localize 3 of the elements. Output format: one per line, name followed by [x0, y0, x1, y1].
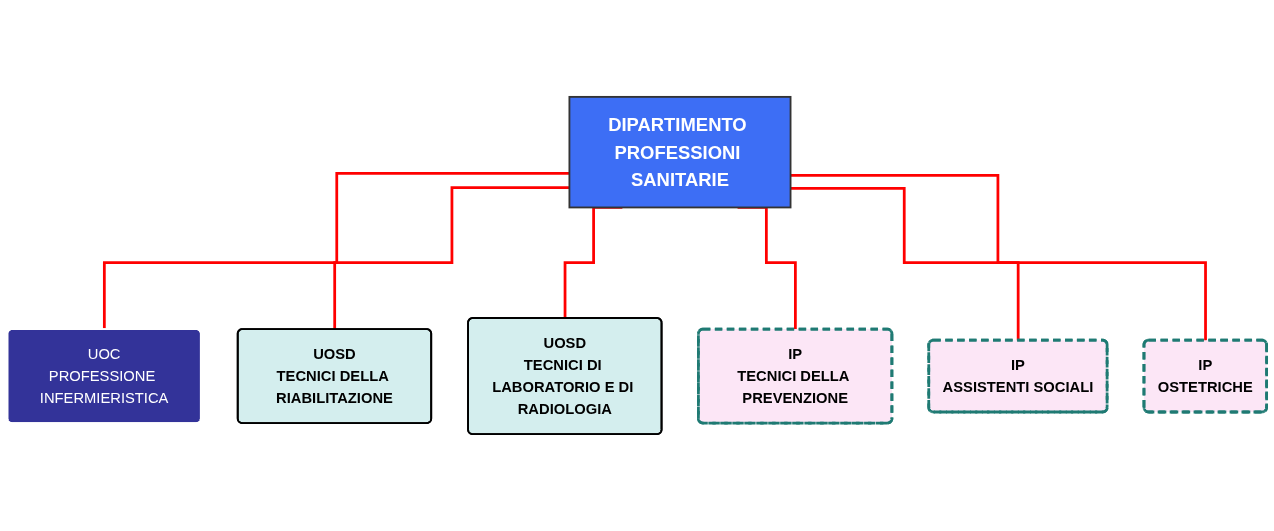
node-box: DIPARTIMENTO PROFESSIONI SANITARIE — [568, 95, 792, 209]
connector — [102, 172, 570, 331]
connector — [333, 186, 570, 331]
